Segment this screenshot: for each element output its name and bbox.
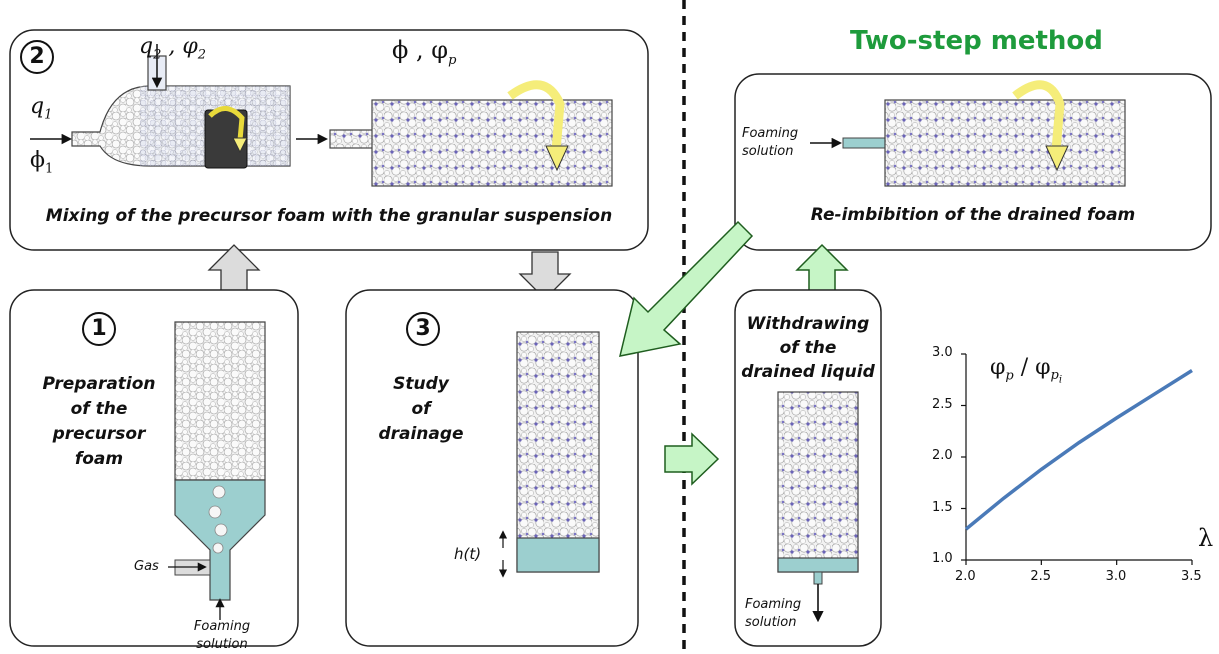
step1-caption-line: foam bbox=[74, 449, 124, 469]
label-line: solution bbox=[745, 615, 797, 630]
x-tick-label: 2.5 bbox=[1030, 569, 1052, 584]
y-tick-label: 3.0 bbox=[932, 345, 953, 360]
q2-symbol: q2 , φ2 bbox=[139, 34, 207, 63]
rotation-arrow-container bbox=[507, 80, 565, 151]
drainage-column-foam bbox=[516, 331, 600, 573]
rotation-arrow-reimbibition bbox=[1012, 80, 1065, 151]
withdrawing-caption-line: of the bbox=[779, 338, 837, 358]
step3-number: 3 bbox=[406, 312, 440, 346]
step3-caption-line: drainage bbox=[378, 424, 464, 444]
label-line: solution bbox=[196, 637, 248, 652]
bubbling-liquid bbox=[174, 479, 266, 601]
bubble bbox=[212, 542, 224, 554]
withdrawing-caption-line: drained liquid bbox=[741, 362, 875, 382]
step3-caption-line: Study bbox=[393, 374, 449, 394]
chart-x-label: λ bbox=[1198, 524, 1214, 552]
label-line: Foaming bbox=[193, 619, 251, 634]
withdrawing-column-foam bbox=[777, 391, 859, 573]
foam-container bbox=[371, 99, 613, 187]
step3-caption: Study of drainage bbox=[366, 372, 476, 447]
bubble bbox=[212, 485, 226, 499]
rotation-arrowhead-mixer bbox=[232, 137, 248, 154]
step2-caption: Mixing of the precursor foam with the gr… bbox=[45, 206, 613, 226]
q1-symbol: q1 bbox=[30, 94, 53, 123]
reimbibition-container bbox=[884, 99, 1126, 187]
label-line: Foaming bbox=[745, 597, 802, 612]
rotation-arrowhead-container bbox=[545, 145, 569, 172]
green-arrow-drainage-to-withdrawing bbox=[664, 432, 720, 486]
withdrawing-caption-line: Withdrawing bbox=[746, 314, 870, 334]
x-tick-label: 3.0 bbox=[1105, 569, 1127, 584]
label-line: Foaming bbox=[742, 126, 799, 141]
y-tick-label: 1.0 bbox=[932, 551, 953, 566]
chart-y-label: φp / φpi bbox=[990, 355, 1063, 386]
step2-number: 2 bbox=[20, 40, 54, 74]
foaming-solution-label-reimbibition: Foaming solution bbox=[742, 125, 808, 161]
y-tick-label: 2.5 bbox=[932, 396, 953, 412]
withdrawing-liquid bbox=[777, 557, 859, 573]
rotation-arrow-mixer bbox=[208, 106, 245, 141]
step3-caption-line: of bbox=[411, 399, 431, 419]
foaming-solution-label-withdrawing: Foaming solution bbox=[745, 596, 811, 632]
step1-caption-line: precursor bbox=[52, 424, 146, 444]
chart-plot bbox=[961, 353, 1193, 565]
bubble bbox=[208, 505, 222, 519]
y-tick-label: 1.5 bbox=[932, 499, 953, 515]
step1-caption-line: Preparation bbox=[42, 374, 156, 394]
withdrawing-caption: Withdrawing of the drained liquid bbox=[737, 312, 879, 384]
ratio-curve-line bbox=[964, 369, 1193, 531]
gas-label: Gas bbox=[134, 559, 159, 574]
step1-caption: Preparation of the precursor foam bbox=[20, 372, 178, 472]
panel-mixing bbox=[9, 29, 649, 251]
y-tick-label: 2.0 bbox=[932, 448, 953, 463]
drained-liquid bbox=[516, 537, 600, 573]
x-tick-label: 3.5 bbox=[1181, 569, 1202, 584]
rotation-arrowhead-reimbibition bbox=[1045, 145, 1069, 172]
height-label: h(t) bbox=[454, 545, 482, 563]
arrow-step1-to-step2 bbox=[207, 244, 261, 293]
label-line: solution bbox=[742, 144, 794, 159]
method-title: Two-step method bbox=[850, 26, 1103, 56]
step1-number: 1 bbox=[82, 312, 116, 346]
foaming-solution-label-step1: Foaming solution bbox=[190, 618, 254, 654]
reimbibition-inlet bbox=[842, 137, 888, 149]
bubble bbox=[214, 523, 228, 537]
x-tick-label: 2.0 bbox=[955, 569, 976, 584]
reimbibition-caption: Re-imbibition of the drained foam bbox=[810, 205, 1136, 225]
phi1-symbol: ϕ1 bbox=[30, 148, 54, 177]
arrow-step2-to-step3 bbox=[518, 251, 572, 300]
withdrawing-outlet bbox=[813, 571, 823, 585]
chart-tick-marks bbox=[961, 353, 1193, 565]
step1-caption-line: of the bbox=[70, 399, 128, 419]
green-arrow-withdrawing-to-reimbibition bbox=[795, 243, 849, 293]
green-arrow-reimbibition-to-drainage bbox=[618, 220, 754, 357]
phi-phip-symbol: ϕ , φp bbox=[392, 36, 457, 68]
container-inlet bbox=[329, 129, 375, 149]
precursor-foam-column bbox=[174, 321, 266, 481]
